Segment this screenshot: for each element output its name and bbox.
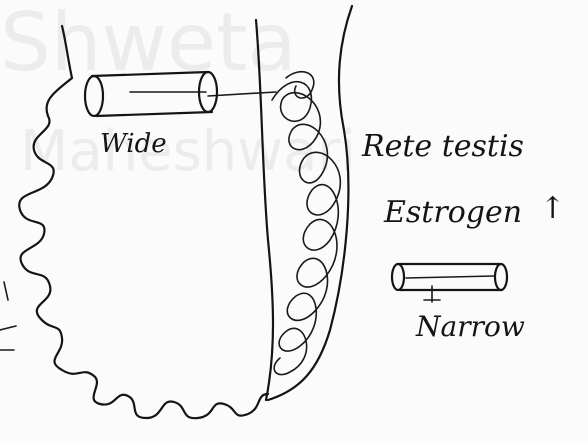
wide-tube-pointer-line <box>130 92 276 96</box>
narrow-tube-right-end <box>495 264 507 290</box>
label-narrow: Narrow <box>415 310 525 343</box>
narrow-pointer-line <box>424 286 440 302</box>
label-wide: Wide <box>100 129 167 159</box>
left-edge-marks <box>0 282 16 350</box>
narrow-tube-left-end <box>392 264 404 290</box>
narrow-tube-inner-line <box>406 276 494 278</box>
estrogen-up-arrow: ↑ <box>540 191 565 226</box>
svg-text:Shweta: Shweta <box>0 0 297 89</box>
label-estrogen: Estrogen <box>383 195 522 230</box>
svg-text:Maheshwari: Maheshwari <box>20 119 356 184</box>
label-rete-testis: Rete testis <box>361 129 524 164</box>
narrow-tube <box>392 264 507 302</box>
